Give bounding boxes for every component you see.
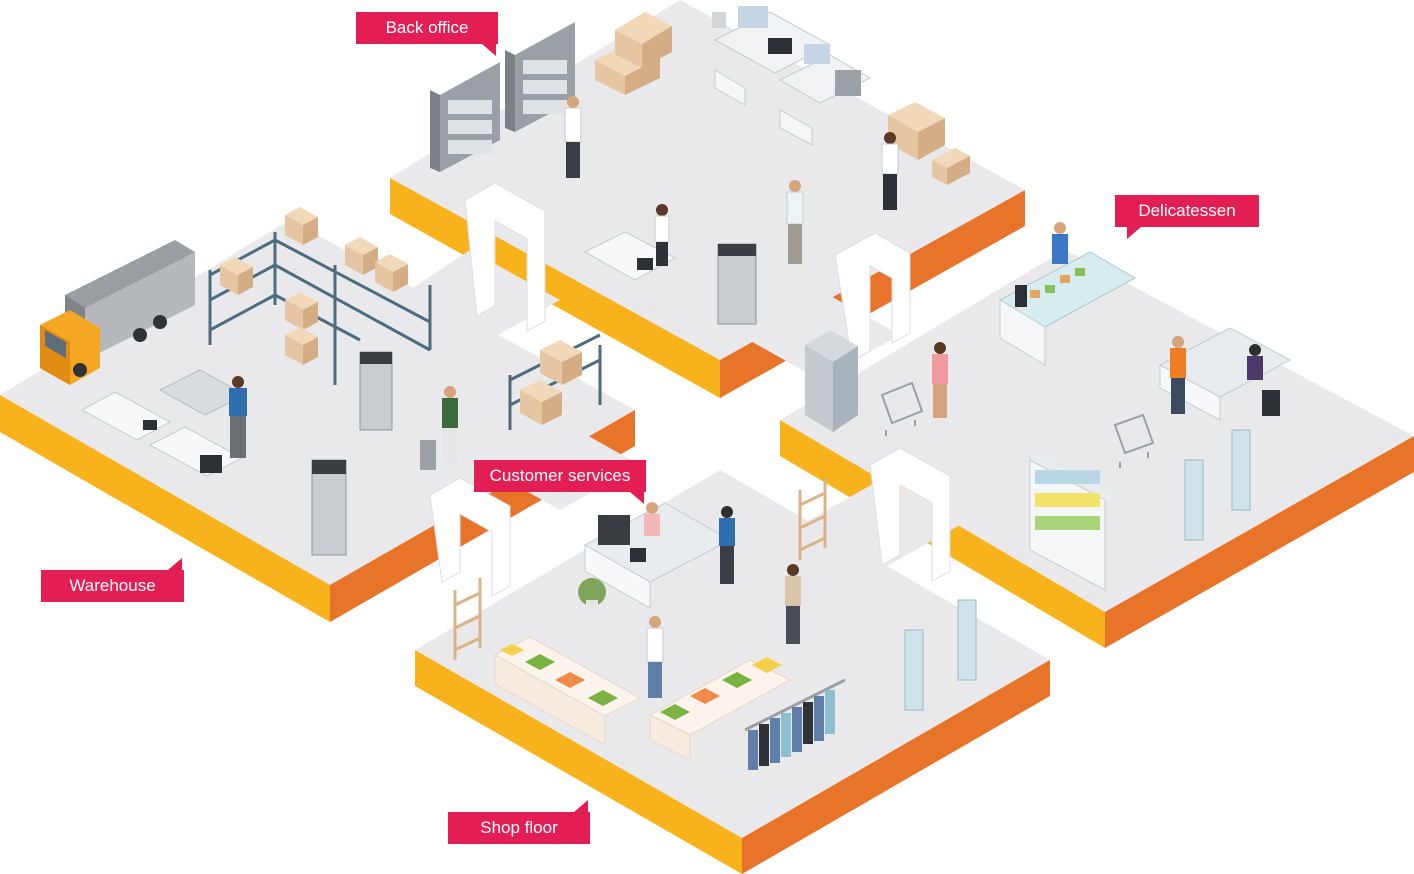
zone-label-text: Back office	[385, 18, 469, 37]
label-pointer	[168, 558, 182, 570]
zone-label-text: Delicatessen	[1138, 201, 1236, 220]
clothes-rack	[744, 678, 846, 770]
bookshelf-icon	[430, 22, 575, 172]
zone-label-customer-services[interactable]: Customer services	[474, 460, 646, 504]
garment-icon	[500, 644, 782, 720]
fridge-icon	[805, 330, 858, 432]
label-pointer	[574, 800, 588, 812]
shop-floor	[415, 470, 1050, 874]
label-pointer	[482, 44, 496, 56]
box-icon	[595, 12, 970, 185]
service-desk	[583, 502, 732, 609]
zone-label-back-office[interactable]: Back office	[356, 12, 498, 56]
label-pointer	[1127, 227, 1141, 239]
printer-icon	[637, 38, 861, 325]
person-icon	[229, 376, 458, 470]
wood-shelf	[453, 478, 827, 660]
zone-label-text: Customer services	[489, 466, 631, 485]
zone-label-text: Shop floor	[480, 818, 558, 837]
security-gate-icon	[904, 429, 1251, 711]
box-icon	[220, 207, 582, 425]
printer-icon	[143, 351, 393, 556]
cart-icon	[880, 381, 1155, 468]
truck-icon	[40, 240, 195, 385]
door-arch	[429, 182, 951, 597]
zone-label-warehouse[interactable]: Warehouse	[41, 558, 184, 602]
label-pointer	[630, 492, 644, 504]
person-icon	[564, 96, 899, 266]
product-shelf	[1029, 455, 1115, 591]
zone-label-text: Warehouse	[69, 576, 156, 595]
person-icon	[932, 222, 1263, 418]
zone-label-delicatessen[interactable]: Delicatessen	[1115, 195, 1259, 239]
deli-counter	[998, 251, 1137, 366]
person-icon	[644, 502, 801, 698]
zone-label-shop-floor[interactable]: Shop floor	[448, 800, 590, 844]
plant-icon	[578, 578, 606, 614]
